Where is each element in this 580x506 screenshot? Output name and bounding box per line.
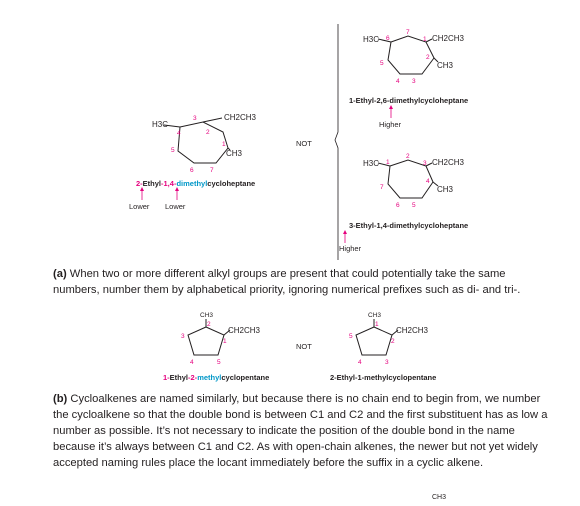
locant-2: 2 <box>206 129 210 136</box>
locant-4: 4 <box>358 359 362 366</box>
locant-2: 2 <box>406 153 410 160</box>
name-parent: cyclopentane <box>221 373 270 382</box>
compound-name-right-bottom: 3-Ethyl-1,4-dimethylcycloheptane <box>349 221 469 230</box>
locant-4: 4 <box>426 178 430 185</box>
cyclopentane-right-structure: CH3 CH2CH3 1 2 5 4 3 <box>349 312 429 366</box>
cycloheptane-left-structure: H3C CH2CH3 CH3 3 4 2 1 5 6 7 <box>152 113 257 174</box>
methyl-bond <box>163 124 181 128</box>
locant-2: 2 <box>207 321 211 328</box>
rule-b-label: (b) <box>53 393 68 405</box>
name-ethyl: Ethyl <box>169 373 189 382</box>
name-locant-2: 2- <box>136 179 143 188</box>
locant-7: 7 <box>380 184 384 191</box>
bottom-ch3-label: CH3 <box>432 494 447 501</box>
note-lower-1: Lower <box>129 202 150 211</box>
bracket-divider <box>334 24 339 260</box>
cyclopentane-left-structure: CH3 CH2CH3 2 1 3 4 5 <box>181 312 261 366</box>
locant-7: 7 <box>406 29 410 36</box>
ch2ch3-label: CH2CH3 <box>224 113 257 122</box>
h3c-label: H3C <box>363 159 379 168</box>
methyl-bond <box>227 147 231 151</box>
ring-bonds <box>187 326 225 356</box>
not-label-1: NOT <box>296 139 312 148</box>
ethyl-bond <box>202 117 223 123</box>
ring-bonds <box>355 326 393 356</box>
ch2ch3-label: CH2CH3 <box>396 326 429 335</box>
ch3-label: CH3 <box>368 312 381 319</box>
h3c-label: H3C <box>152 120 168 129</box>
locant-3: 3 <box>423 160 427 167</box>
locant-1: 1 <box>222 141 226 148</box>
locant-6: 6 <box>396 202 400 209</box>
name-locant-2: -2- <box>188 373 198 382</box>
locant-5: 5 <box>412 202 416 209</box>
ring-bonds <box>177 121 229 164</box>
name-locant-14: -1,4- <box>161 179 177 188</box>
name-ethyl: Ethyl <box>142 179 162 188</box>
rule-a-text: When two or more different alkyl groups … <box>53 268 521 296</box>
ch3-label: CH3 <box>200 312 213 319</box>
compound-name-pentane-left: 1-Ethyl-2-methylcyclopentane <box>163 373 269 382</box>
note-higher-bottom: Higher <box>339 244 362 253</box>
name-dimethyl: dimethyl <box>176 179 208 188</box>
locant-1: 1 <box>375 321 379 328</box>
ch2ch3-label: CH2CH3 <box>432 34 465 43</box>
locant-2: 2 <box>391 338 395 345</box>
ch2ch3-label: CH2CH3 <box>432 158 465 167</box>
h3c-label: H3C <box>363 35 379 44</box>
arrows-left <box>140 187 179 200</box>
locant-4: 4 <box>396 78 400 85</box>
name-locant-1: 1- <box>163 373 170 382</box>
ring-bonds <box>387 159 434 199</box>
rule-b-paragraph: (b) Cycloalkenes are named similarly, bu… <box>53 391 553 471</box>
locant-1: 1 <box>223 338 227 345</box>
ch3-label: CH3 <box>226 149 243 158</box>
arrow-right-top <box>389 105 393 118</box>
locant-2: 2 <box>426 54 430 61</box>
locant-1: 1 <box>423 36 427 43</box>
rule-a-label: (a) <box>53 268 67 280</box>
ch2ch3-label: CH2CH3 <box>228 326 261 335</box>
not-label-2: NOT <box>296 342 312 351</box>
ch3-label: CH3 <box>437 185 454 194</box>
arrow-right-bottom <box>343 230 347 243</box>
locant-1: 1 <box>386 159 390 166</box>
locant-6: 6 <box>190 167 194 174</box>
locant-7: 7 <box>210 167 214 174</box>
rule-b-text: Cycloalkenes are named similarly, but be… <box>53 393 548 469</box>
name-methyl: methyl <box>197 373 222 382</box>
locant-5: 5 <box>349 333 353 340</box>
compound-name-left: 2-Ethyl-1,4-dimethylcycloheptane <box>136 179 255 188</box>
locant-6: 6 <box>386 35 390 42</box>
locant-3: 3 <box>412 78 416 85</box>
cycloheptane-right-bottom-structure: H3C CH2CH3 CH3 1 2 3 4 7 6 5 <box>363 153 465 209</box>
rule-a-paragraph: (a) When two or more different alkyl gro… <box>53 266 553 298</box>
locant-3: 3 <box>193 115 197 122</box>
name-parent: cycloheptane <box>207 179 256 188</box>
ring-bonds <box>387 35 435 75</box>
locant-5: 5 <box>380 60 384 67</box>
locant-5: 5 <box>171 147 175 154</box>
locant-3: 3 <box>385 359 389 366</box>
compound-name-right-top: 1-Ethyl-2,6-dimethylcycloheptane <box>349 96 469 105</box>
locant-4: 4 <box>177 130 181 137</box>
ch3-label: CH3 <box>437 61 454 70</box>
locant-4: 4 <box>190 359 194 366</box>
cycloheptane-right-top-structure: H3C CH2CH3 CH3 7 6 1 2 5 4 3 <box>363 29 465 85</box>
compound-name-pentane-right: 2-Ethyl-1-methylcyclopentane <box>330 373 437 382</box>
note-lower-2: Lower <box>165 202 186 211</box>
locant-5: 5 <box>217 359 221 366</box>
note-higher-top: Higher <box>379 120 402 129</box>
locant-3: 3 <box>181 333 185 340</box>
